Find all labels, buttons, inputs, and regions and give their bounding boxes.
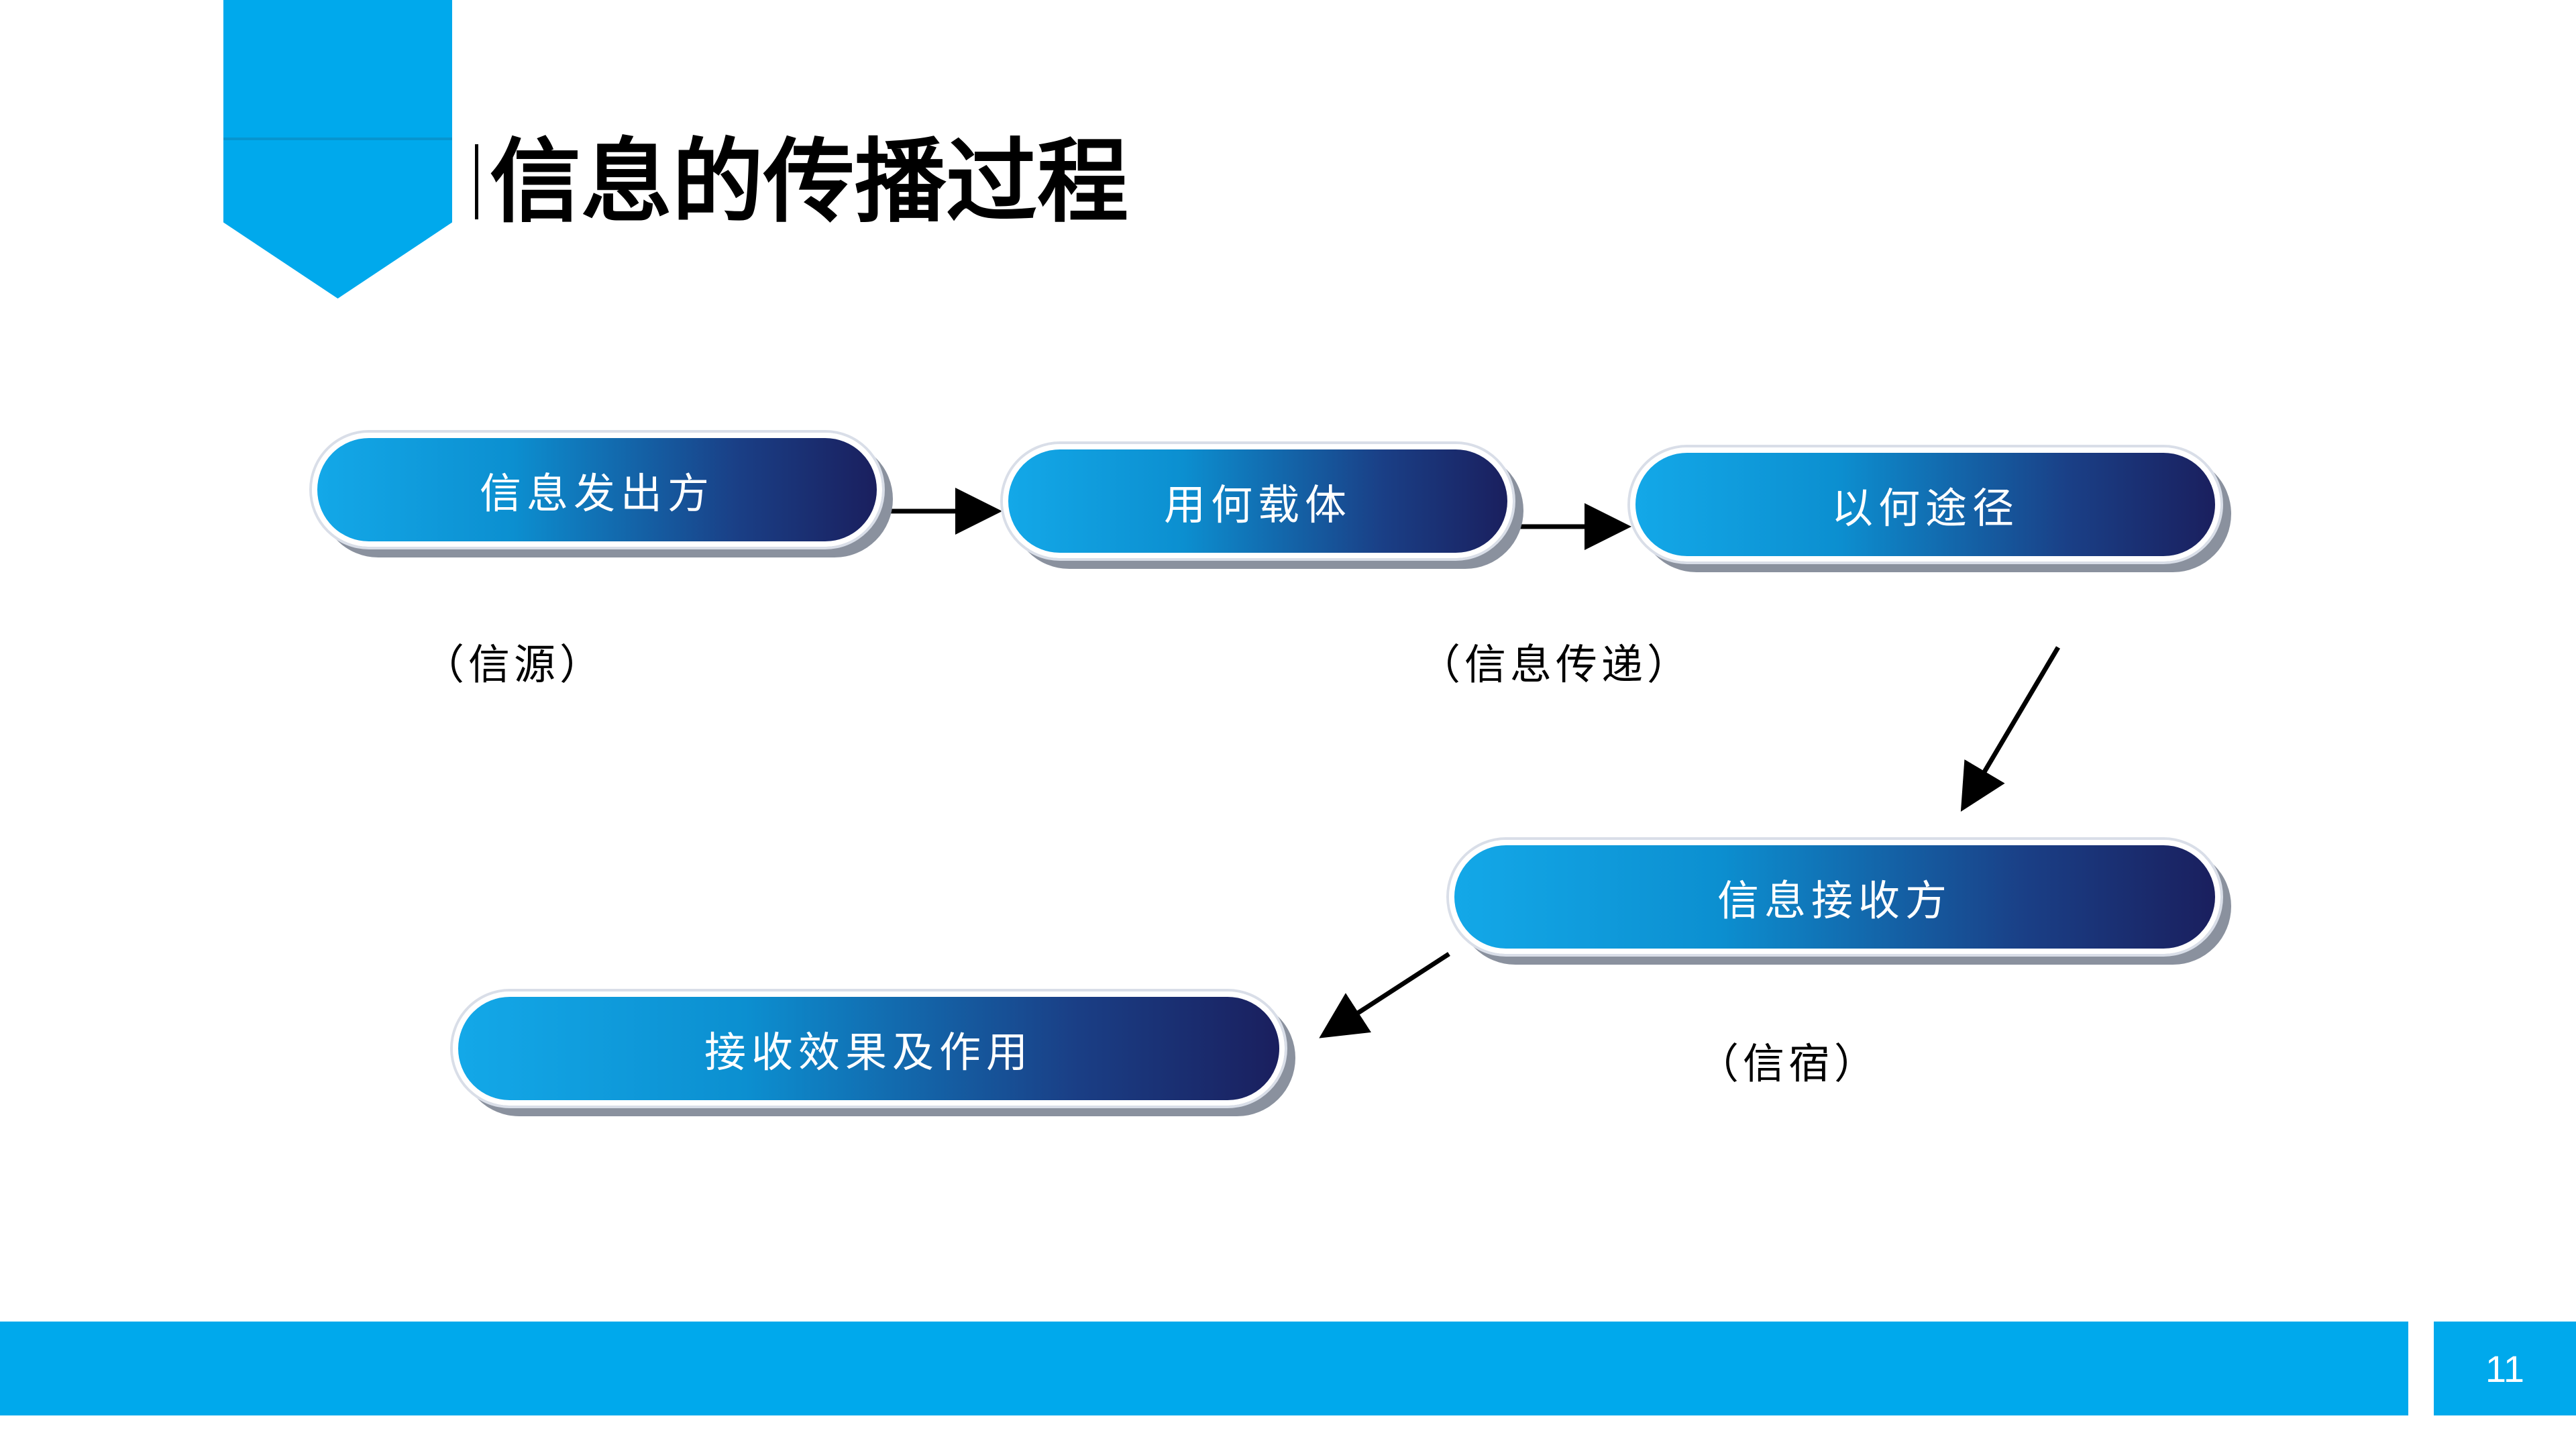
title-accent-bar — [475, 144, 478, 219]
node-sender-label: 信息发出方 — [479, 469, 714, 518]
node-carrier-label: 用何载体 — [1163, 480, 1352, 529]
node-receiver: 信息接收方 — [1449, 840, 2220, 954]
arrow-channel-to-receiver — [1960, 646, 2061, 812]
node-carrier: 用何载体 — [1003, 444, 1513, 558]
corner-ribbon — [223, 0, 452, 299]
arrow-receiver-to-effect — [1319, 952, 1450, 1038]
page-title: 信息的传播过程 — [490, 129, 1128, 235]
node-effect-label: 接收效果及作用 — [704, 1028, 1033, 1077]
note-source: （信源） — [423, 640, 606, 689]
node-channel: 以何途径 — [1630, 447, 2220, 561]
node-channel-label: 以何途径 — [1831, 484, 2019, 533]
page-number: 11 — [2434, 1322, 2576, 1415]
note-transmission: （信息传递） — [1419, 640, 1693, 689]
node-receiver-label: 信息接收方 — [1717, 876, 1952, 925]
node-effect: 接收效果及作用 — [453, 991, 1285, 1106]
footer-bar — [0, 1322, 2408, 1415]
node-sender: 信息发出方 — [312, 433, 882, 547]
ribbon-divider — [223, 138, 452, 140]
note-sink: （信宿） — [1697, 1039, 1880, 1088]
